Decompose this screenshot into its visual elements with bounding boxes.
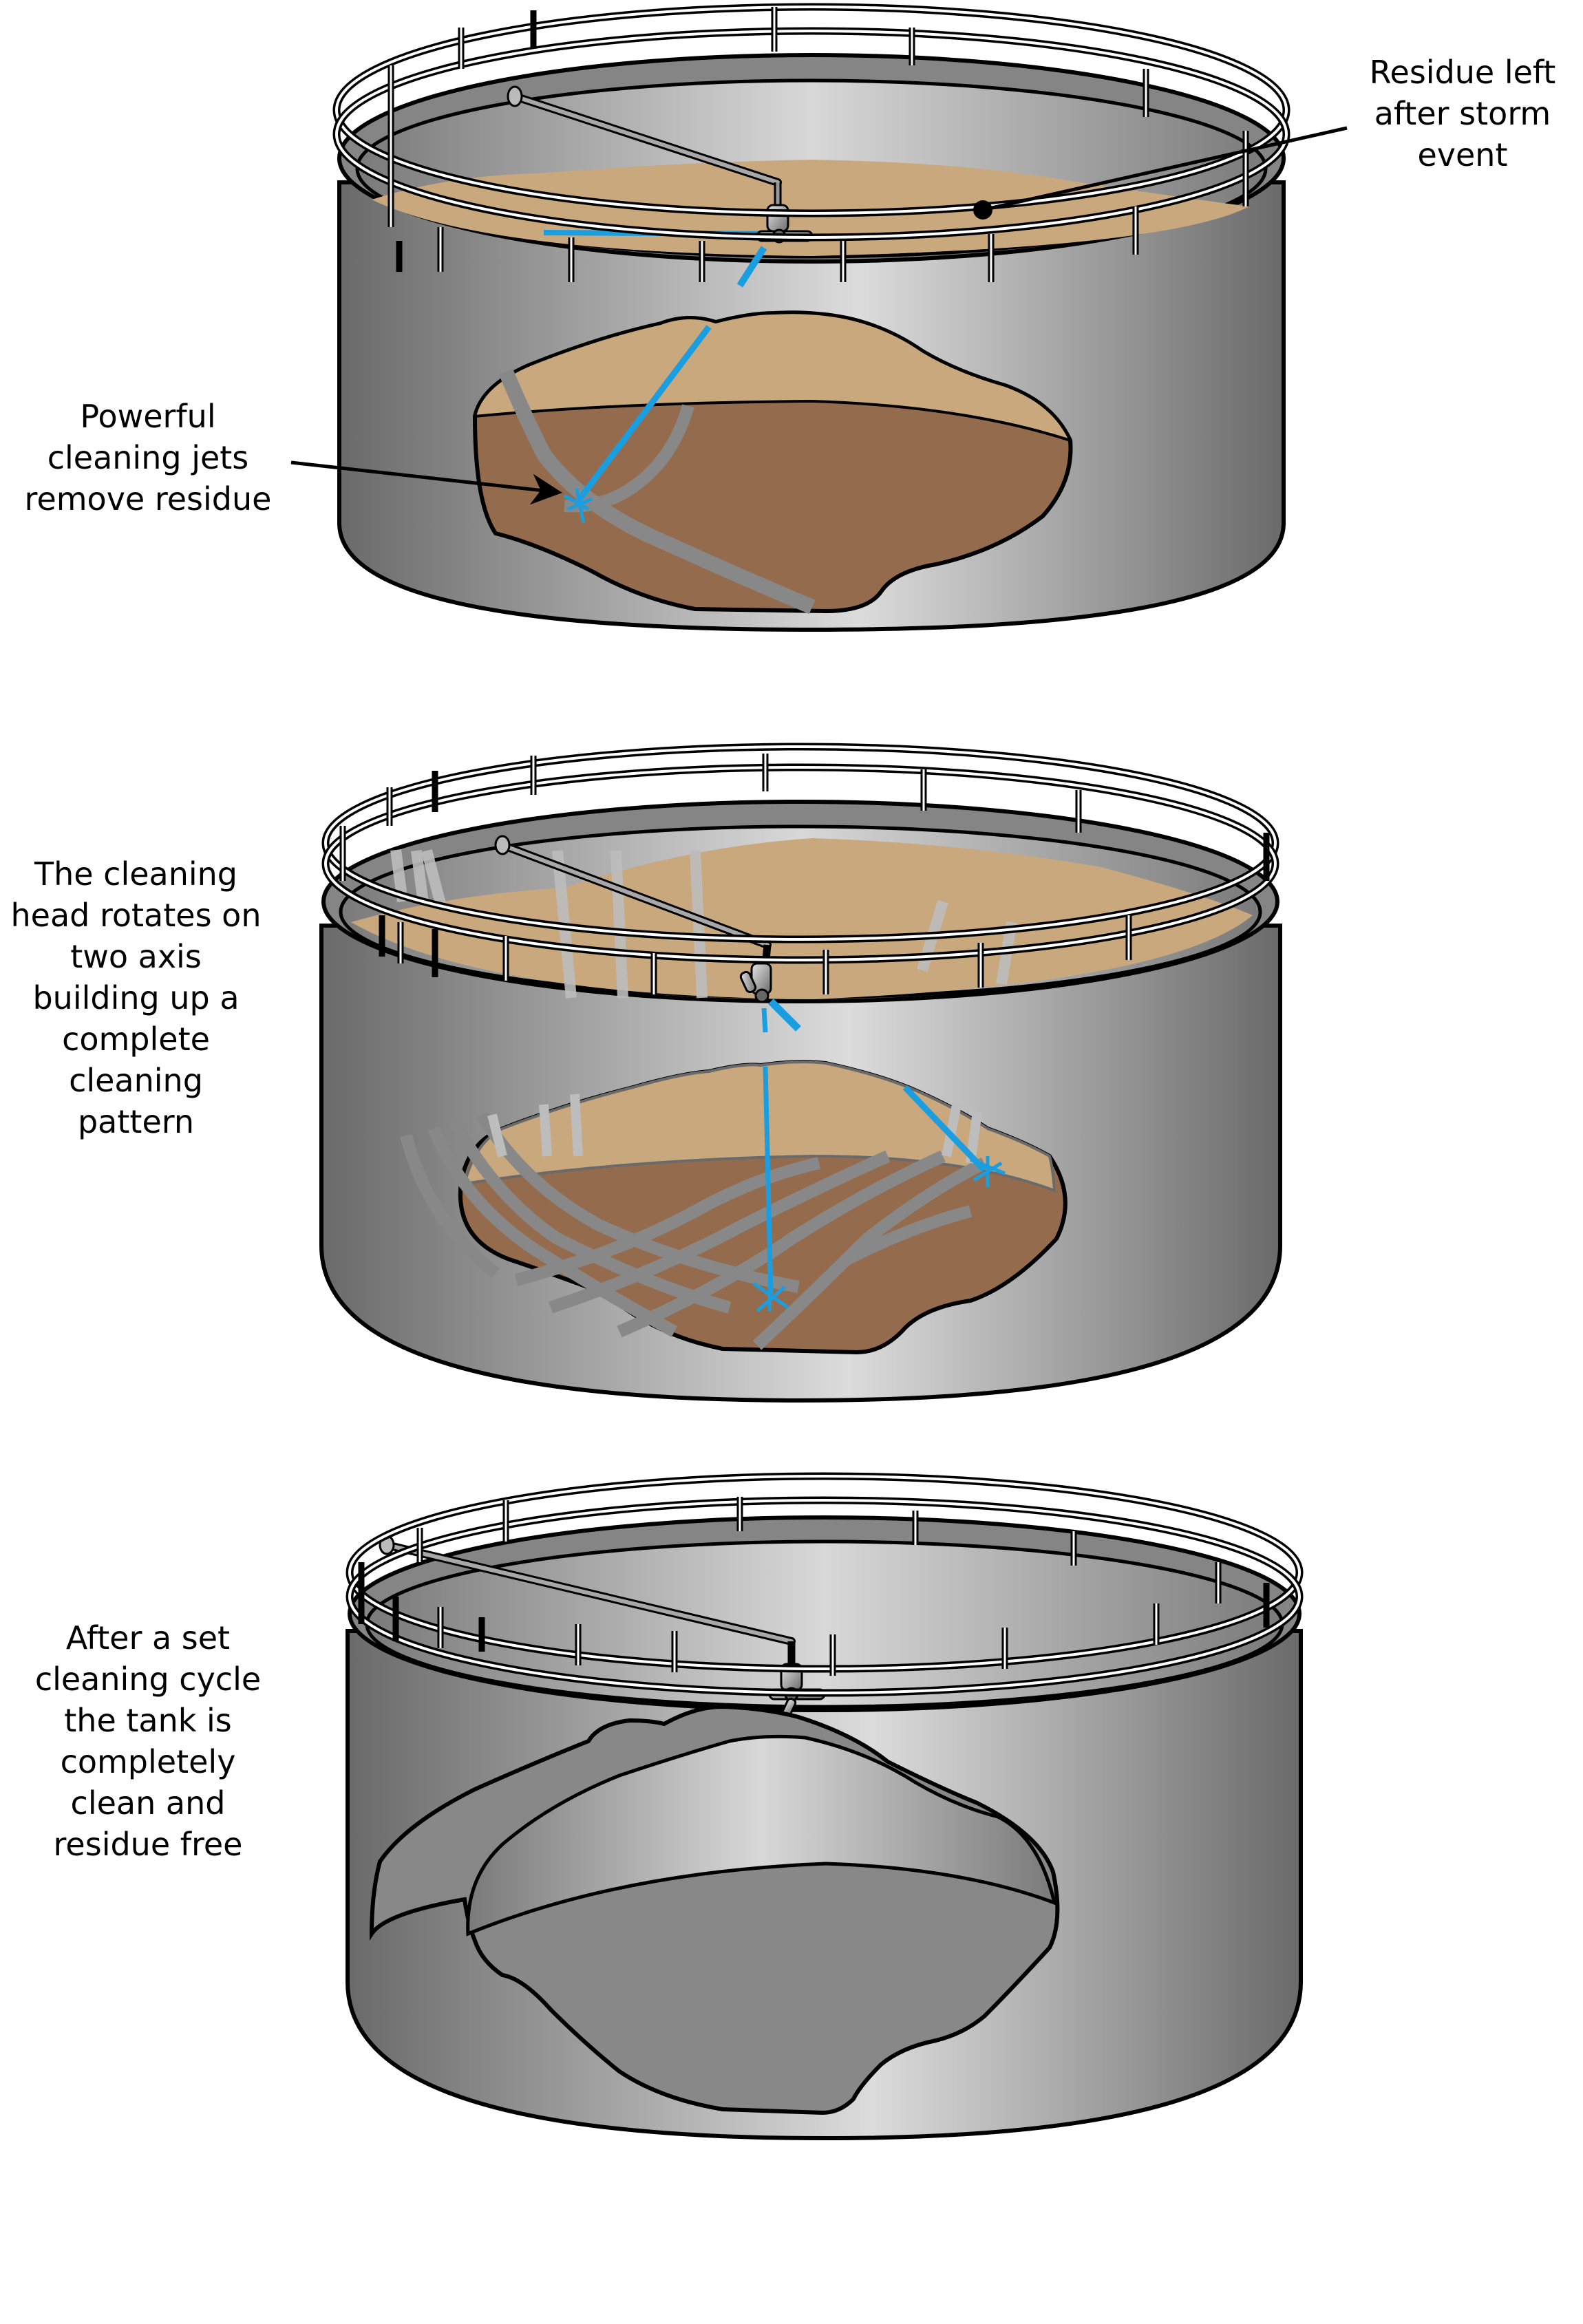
cleaning-head-icon: [739, 962, 772, 1003]
jet-stream: [761, 1008, 768, 1033]
tank-3: [346, 1472, 1304, 2141]
jet-stream: [902, 1085, 987, 1173]
label-tank-completely-clean: After a set cleaning cycle the tank is c…: [34, 1619, 262, 1863]
cutaway-view: [472, 310, 1073, 615]
label-powerful-cleaning-jets: Powerful cleaning jets remove residue: [24, 398, 272, 518]
jet-stream: [768, 999, 801, 1032]
jet-impact-icon: [752, 1156, 1006, 1312]
railing: [332, 3, 1290, 242]
tank-1: [290, 3, 1348, 632]
railing: [321, 743, 1279, 964]
jet-stream: [736, 246, 767, 288]
residue-top: [351, 838, 1253, 999]
tank-2: [319, 743, 1282, 1403]
jet-stream: [575, 325, 712, 503]
jet-stream: [763, 1066, 774, 1294]
cutaway-view: [369, 1704, 1060, 2115]
railing: [346, 1472, 1304, 1697]
residue-callout-line: [982, 126, 1348, 212]
jet-impact-icon: [563, 488, 593, 524]
label-residue-left-after-storm: Residue left after storm event: [1369, 54, 1556, 173]
label-cleaning-head-rotates: The cleaning head rotates on two axis bu…: [10, 855, 262, 1140]
tank-inner: [365, 1539, 1284, 1709]
jets-callout-arrow: [290, 460, 562, 505]
cutaway-view: [400, 1060, 1067, 1355]
